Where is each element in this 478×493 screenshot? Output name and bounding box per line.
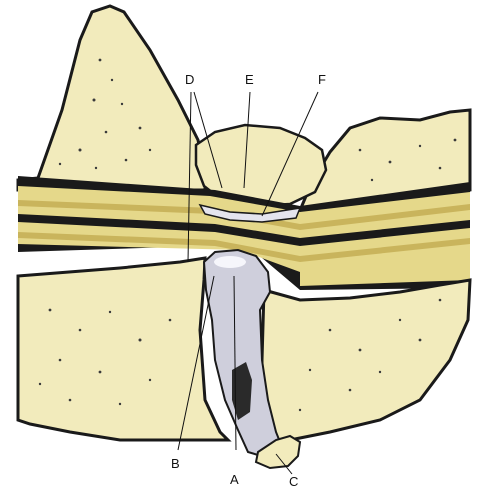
label-f: F <box>318 72 326 87</box>
upper-left-bone <box>18 6 205 190</box>
label-d: D <box>185 72 194 87</box>
lower-left-bone <box>18 258 228 440</box>
lower-right-bone <box>262 280 470 444</box>
label-c: C <box>289 474 298 489</box>
label-b: B <box>171 456 180 471</box>
label-e: E <box>245 72 254 87</box>
label-a: A <box>230 472 239 487</box>
fibrous-structure-highlight <box>214 256 246 268</box>
